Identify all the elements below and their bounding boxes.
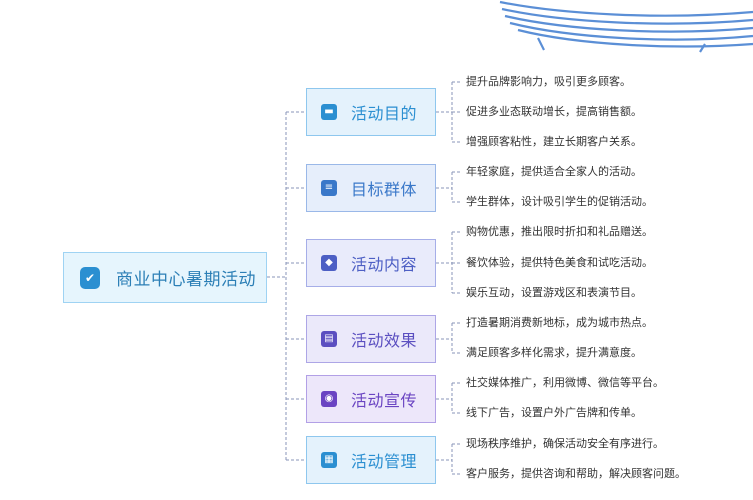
branch-label: 目标群体 bbox=[351, 180, 418, 199]
card-icon: ▬ bbox=[321, 104, 337, 120]
shield-icon: ✔ bbox=[80, 266, 100, 289]
root-node[interactable]: ✔ 商业中心暑期活动 bbox=[63, 252, 267, 303]
branch-node-5[interactable]: ◉ 活动宣传 bbox=[306, 375, 436, 423]
branch-node-4[interactable]: ▤ 活动效果 bbox=[306, 315, 436, 363]
leaf-text: 购物优惠，推出限时折扣和礼品赠送。 bbox=[466, 225, 653, 238]
branch-node-6[interactable]: ▦ 活动管理 bbox=[306, 436, 436, 484]
leaf-text: 促进多业态联动增长，提高销售额。 bbox=[466, 105, 642, 118]
leaf-text: 打造暑期消费新地标，成为城市热点。 bbox=[466, 316, 653, 329]
decorative-ribbon bbox=[499, 0, 753, 53]
document-icon: ▦ bbox=[321, 452, 337, 468]
branch-node-1[interactable]: ▬ 活动目的 bbox=[306, 88, 436, 136]
leaf-text: 社交媒体推广，利用微博、微信等平台。 bbox=[466, 376, 664, 389]
leaf-text: 现场秩序维护，确保活动安全有序进行。 bbox=[466, 437, 664, 450]
branch-node-2[interactable]: ≡ 目标群体 bbox=[306, 164, 436, 212]
leaf-text: 增强顾客粘性，建立长期客户关系。 bbox=[466, 135, 642, 148]
chart-icon: ▤ bbox=[321, 331, 337, 347]
branch-label: 活动内容 bbox=[351, 255, 418, 274]
leaf-text: 客户服务，提供咨询和帮助，解决顾客问题。 bbox=[466, 467, 686, 480]
branch-label: 活动管理 bbox=[351, 452, 418, 471]
leaf-text: 学生群体，设计吸引学生的促销活动。 bbox=[466, 195, 653, 208]
branch-node-3[interactable]: ◆ 活动内容 bbox=[306, 239, 436, 287]
leaf-text: 提升品牌影响力，吸引更多顾客。 bbox=[466, 75, 631, 88]
leaf-text: 线下广告，设置户外广告牌和传单。 bbox=[466, 406, 642, 419]
branch-label: 活动目的 bbox=[351, 104, 418, 123]
car-icon: ◆ bbox=[321, 255, 337, 271]
leaf-text: 餐饮体验，提供特色美食和试吃活动。 bbox=[466, 256, 653, 269]
database-icon: ≡ bbox=[321, 180, 337, 196]
leaf-text: 娱乐互动，设置游戏区和表演节目。 bbox=[466, 286, 642, 299]
branch-label: 活动宣传 bbox=[351, 391, 418, 410]
root-label: 商业中心暑期活动 bbox=[116, 270, 256, 290]
branch-label: 活动效果 bbox=[351, 331, 418, 350]
leaf-text: 满足顾客多样化需求，提升满意度。 bbox=[466, 346, 642, 359]
leaf-text: 年轻家庭，提供适合全家人的活动。 bbox=[466, 165, 642, 178]
megaphone-icon: ◉ bbox=[321, 391, 337, 407]
